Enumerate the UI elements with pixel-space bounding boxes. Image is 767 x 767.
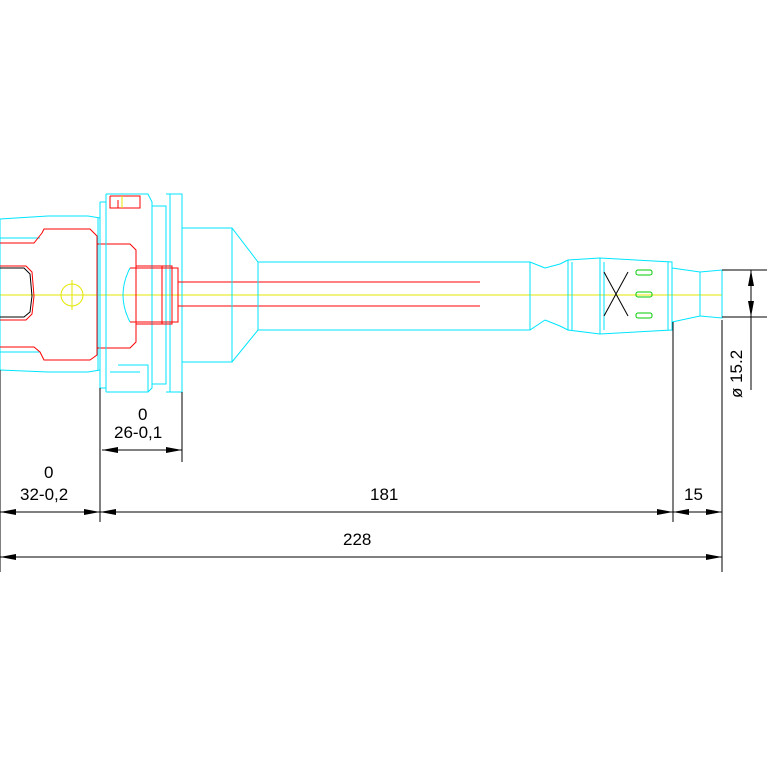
flange-tol-upper: 0 — [138, 405, 147, 424]
extension-lines — [0, 269, 767, 572]
flange-width-label: 26-0,1 — [114, 423, 162, 442]
taper-outline — [0, 215, 101, 373]
tip — [567, 257, 723, 335]
dim-flange-width: 0 26-0,1 — [102, 405, 182, 453]
flange — [99, 193, 183, 393]
dim-row-middle: 0 32-0,2 181 15 — [0, 463, 722, 515]
body — [182, 227, 569, 363]
taper-tol-upper: 0 — [44, 463, 53, 482]
taper-length-label: 32-0,2 — [20, 485, 68, 504]
total-length-label: 228 — [343, 530, 371, 549]
shank-length-label: 181 — [370, 485, 398, 504]
dim-total-length: 228 — [0, 530, 722, 560]
dim-diameter: ø 15.2 — [727, 270, 754, 398]
tip-length-label: 15 — [684, 485, 703, 504]
collet-nut — [122, 265, 480, 325]
diameter-label: ø 15.2 — [727, 350, 746, 398]
